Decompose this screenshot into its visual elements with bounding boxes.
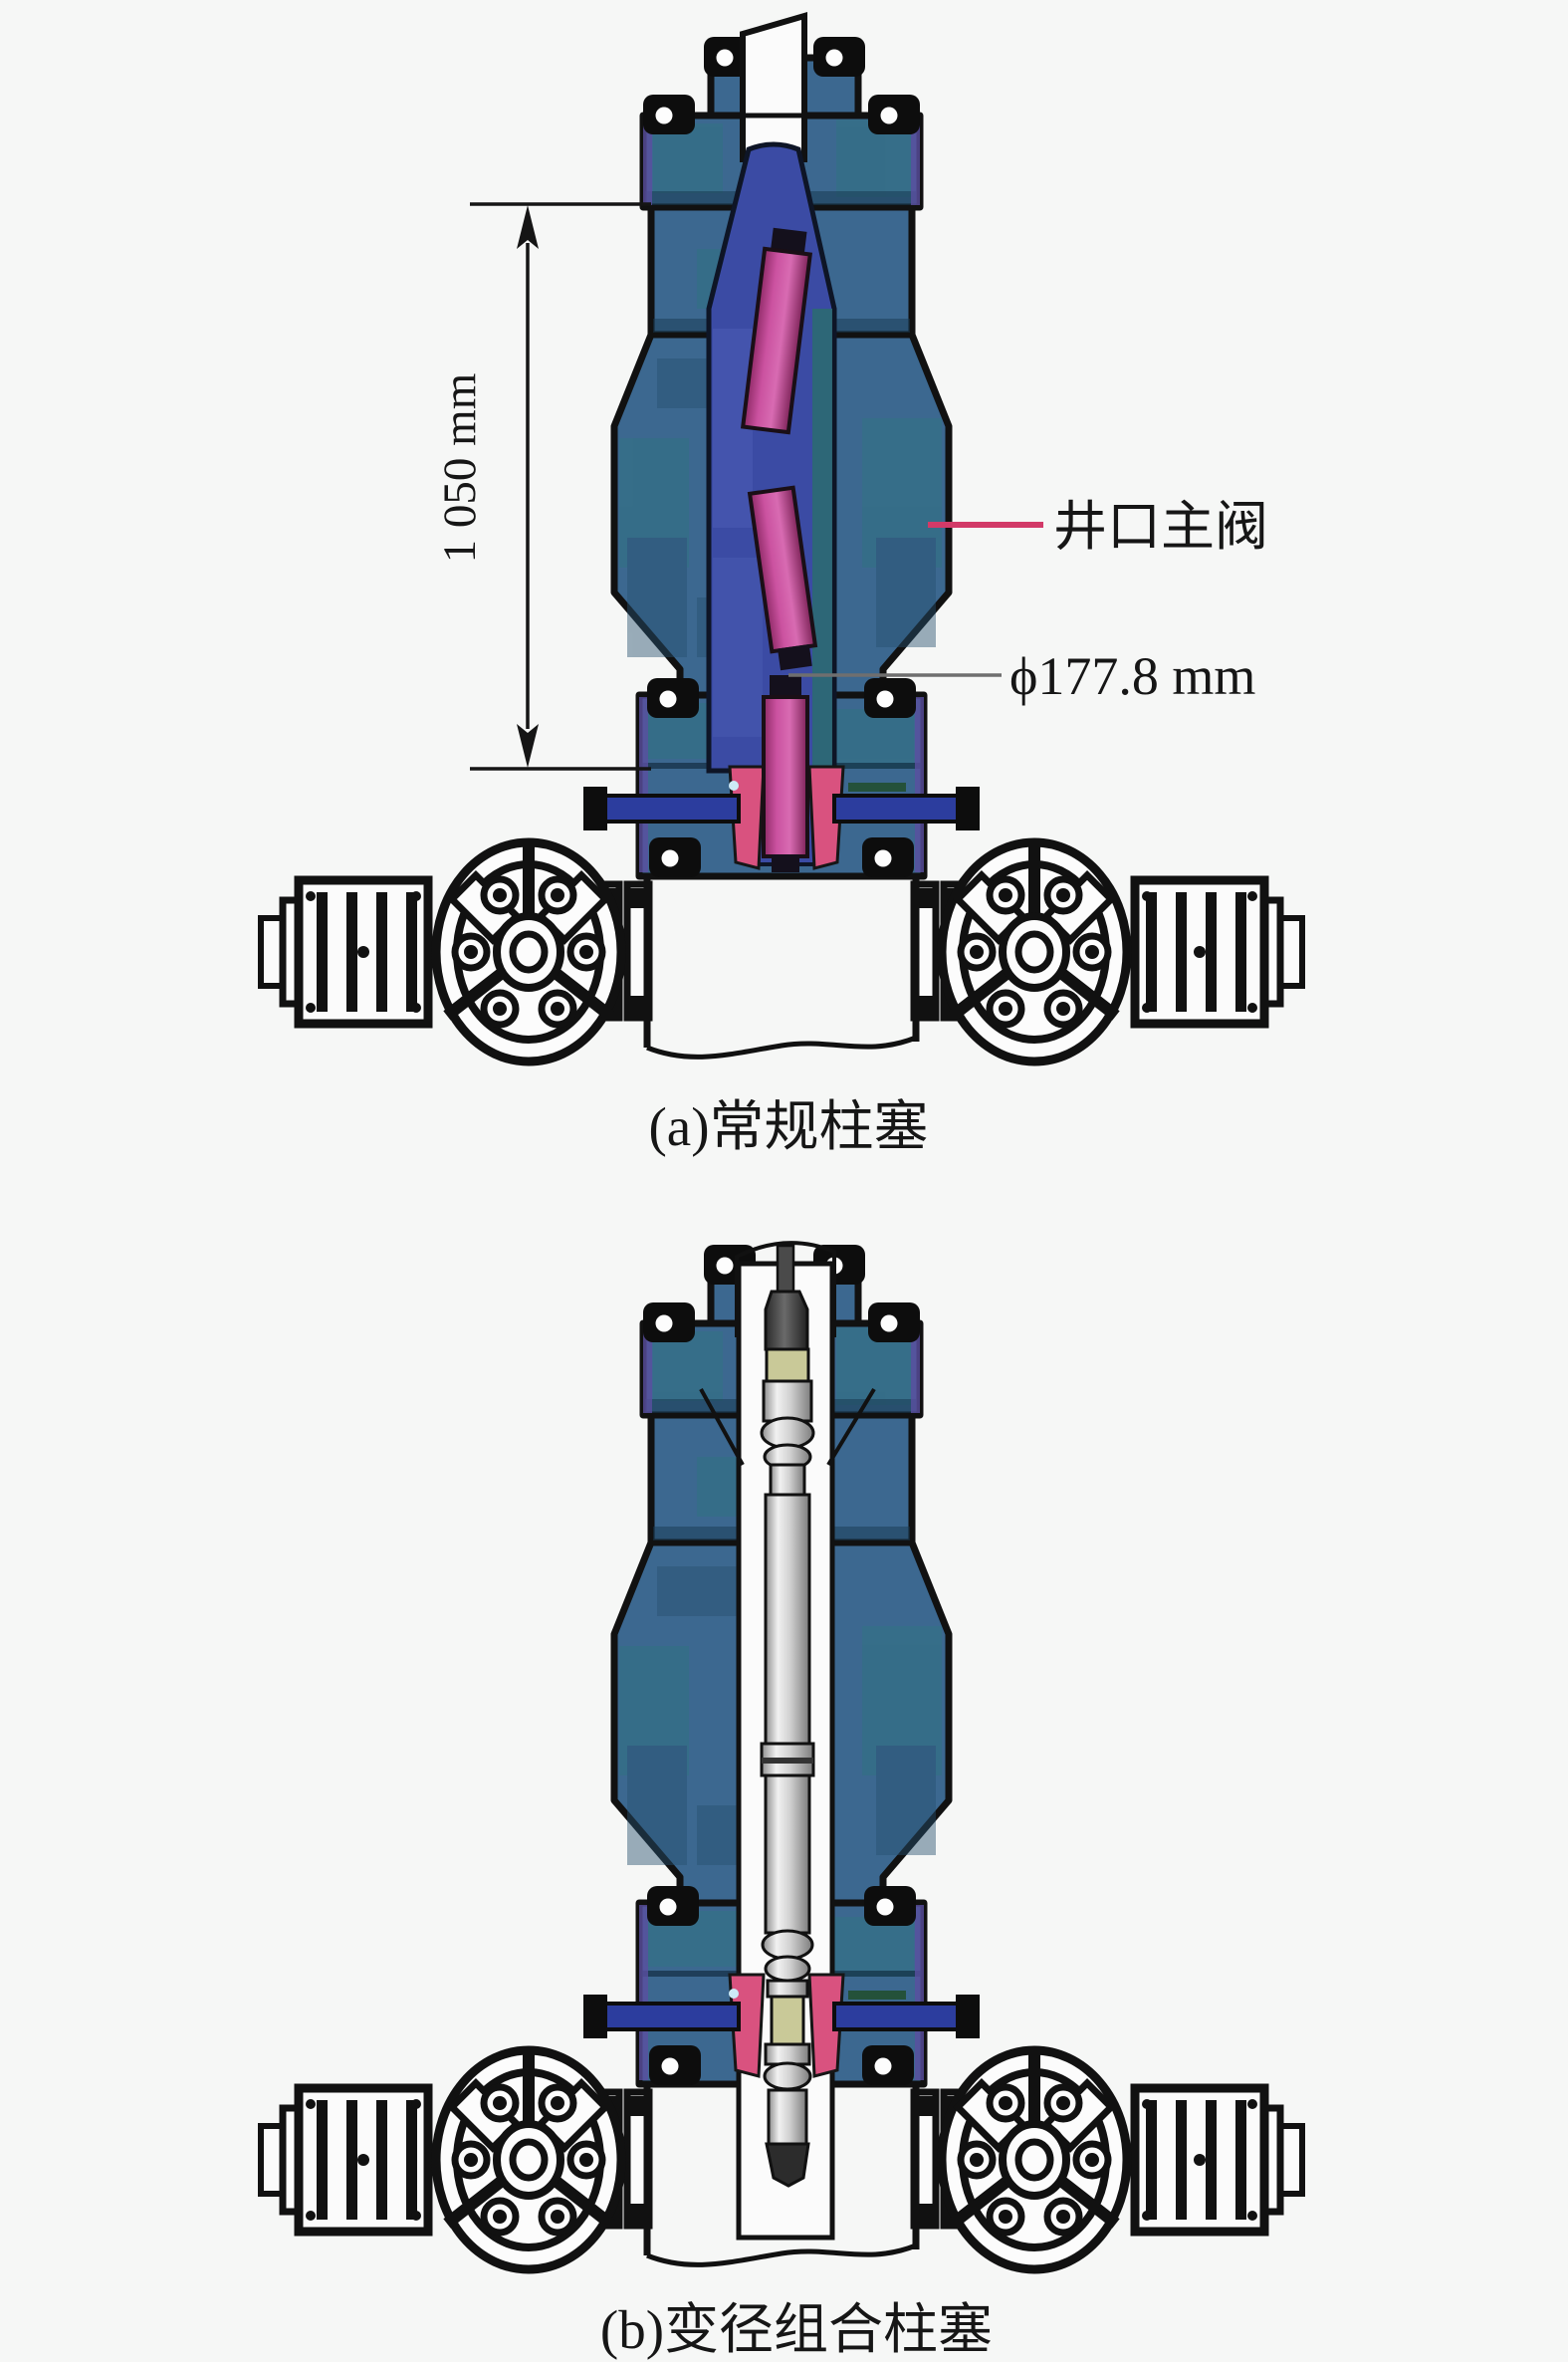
figure-a-conventional-plunger: 1 050 mm 井口主阀 ϕ177.8 mm (a)常规柱塞 [261,12,1302,1157]
combination-plunger-b [760,1244,815,2188]
caption-a: (a)常规柱塞 [648,1096,928,1157]
top-guide-wires [735,1241,836,1337]
figure-b-combination-plunger: (b)变径组合柱塞 [261,1241,1302,2360]
bore-diameter-label: ϕ177.8 mm [1009,646,1255,706]
fishing-neck [764,1290,809,1351]
main-valve-label: 井口主阀 [1053,497,1268,557]
plunger-a [740,227,818,872]
plunger-tip [765,2142,810,2188]
height-dimension: 1 050 mm [434,202,651,771]
lubricator-stub [740,12,807,162]
bore-diameter-callout: ϕ177.8 mm [788,646,1255,706]
caption-b: (b)变径组合柱塞 [600,2299,993,2360]
height-dimension-label: 1 050 mm [434,373,486,564]
main-valve-callout: 井口主阀 [928,497,1268,557]
